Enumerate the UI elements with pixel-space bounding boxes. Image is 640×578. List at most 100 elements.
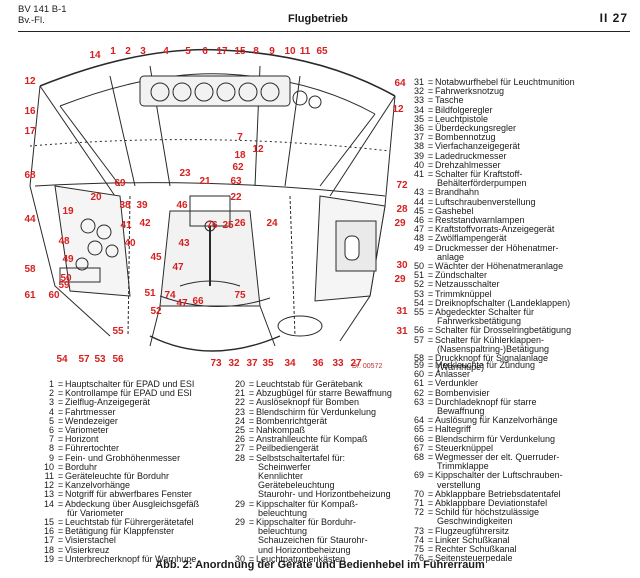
legend-text: Betätigung für Klappfenster [65,526,175,537]
legend-entry: 51=Zündschalter [404,271,575,280]
legend-number: 67 [413,442,424,453]
section-title: Flugbetrieb [288,13,348,25]
legend-text: Steuerknüppel [435,442,494,453]
legend-number: 35 [413,113,424,124]
callout-41: 41 [120,220,132,231]
legend-equals: = [427,498,434,509]
legend-text: Führertochter [65,443,120,454]
legend-equals: = [57,535,64,546]
legend-number: 51 [413,270,424,281]
callout-68: 68 [24,170,36,181]
callout-12: 12 [252,144,264,155]
legend-entry: 64=Auslösung für Kanzelvorhänge [404,416,563,425]
legend-number: 45 [413,205,424,216]
callout-49: 49 [62,254,74,265]
legend-equals: = [427,507,434,518]
legend-number: 58 [413,353,424,364]
legend-text: Wendezeiger [65,415,118,426]
legend-equals: = [57,397,64,408]
callout-44: 44 [24,214,36,225]
legend-number: 43 [413,187,424,198]
legend-equals: = [248,397,255,408]
callout-50: 50 [60,273,72,284]
legend-equals: = [427,242,434,253]
legend-text: Fein- und Grobhöhenmesser [65,452,181,463]
legend-text: Visierstachel [65,535,116,546]
legend-equals: = [57,517,64,528]
legend-number: 30 [234,553,245,564]
legend-equals: = [427,433,434,444]
legend-equals: = [248,379,255,389]
legend-number: 3 [48,397,54,408]
legend-number: 70 [413,488,424,499]
legend-entry: 68=Wegmesser der elt. Querruder- [404,452,563,463]
legend-number: 36 [413,123,424,134]
legend-text: Bombennotzug [435,132,496,143]
legend-equals: = [427,224,434,235]
legend-number: 39 [413,150,424,161]
legend-text: Bombenrichtgerät [256,415,328,426]
legend-text: Abklappbare Deviationstafel [435,498,548,509]
callout-72: 72 [396,180,408,191]
legend-number: 63 [413,396,424,407]
callout-56: 56 [112,354,124,365]
callout-12: 12 [24,76,36,87]
callout-47: 47 [172,262,184,273]
legend-number: 46 [413,215,424,226]
legend-text: Brandhahn [435,187,480,198]
legend-continuation: Schauzeichen für Staurohr- [258,535,368,546]
callout-40: 40 [124,238,136,249]
callout-20: 20 [90,192,102,203]
legend-text: Fahrwerksnotzug [435,86,505,97]
legend-equals: = [57,544,64,555]
legend-entry: 32=Fahrwerksnotzug [404,86,575,97]
legend-text: Kanzelvorhänge [65,480,131,491]
legend-entry: 53=Trimmknüppel [404,289,575,299]
legend-number: 71 [413,498,424,509]
legend-entry: 25=Nahkompaß [225,425,392,435]
callout-19: 19 [62,206,74,217]
legend-equals: = [57,480,64,491]
legend-number: 7 [48,434,54,445]
legend-text: Leuchtpistole [435,113,489,124]
legend-equals: = [248,406,255,417]
legend-entry: 5=Wendezeiger [34,415,199,426]
callout-2: 2 [125,46,131,57]
callout-64: 64 [394,78,406,89]
legend-entry: 41=Schalter für Kraftstoff- [404,169,575,179]
callout-45: 45 [150,252,162,263]
legend-number: 52 [413,279,424,290]
legend-entry: 54=Dreiknopfschalter (Landeklappen) [404,298,575,308]
legend-equals: = [427,113,434,124]
legend-entry: 27=Peilbediengerät [225,444,392,453]
legend-text: Kontrollampe für EPAD und ESI [65,388,192,399]
callout-38: 38 [119,200,131,211]
callout-65: 65 [316,46,328,57]
legend-text: Rechter Schußkanal [435,544,517,555]
legend-entry: 56=Schalter für Drosselringbetätigung [404,326,575,335]
legend-number: 23 [234,406,245,417]
callout-34: 34 [284,358,296,369]
legend-number: 47 [413,224,424,235]
legend-entry: 45=Gashebel [404,205,575,216]
legend-entry: 49=Druckmesser der Höhenatmer- [404,242,575,253]
legend-entry: 70=Abklappbare Betriebsdatentafel [404,488,563,499]
legend-text: Netzausschalter [435,279,500,290]
callout-43: 43 [178,238,190,249]
callout-36: 36 [312,358,324,369]
legend-number: 28 [234,452,245,463]
legend-equals: = [427,378,434,389]
legend-entry: 11=Geräteleuchte für Borduhr [34,471,199,481]
legend-text: Auslöseknopf für Bomben [256,397,360,408]
legend-text: Druckmesser der Höhenatmer- [435,242,559,253]
legend-entry: 14=Abdeckung über Ausgleichsgefäß [34,499,199,509]
legend-text: Selbstschaltertafel für: [256,452,346,463]
legend-text: Flugzeugführersitz [435,525,510,536]
legend-entry: 58=Druckknopf für Signalanlage [404,353,575,364]
legend-entry: 2=Kontrollampe für EPAD und ESI [34,388,199,399]
legend-equals: = [248,388,255,399]
legend-number: 68 [413,452,424,463]
legend-number: 27 [234,443,245,454]
